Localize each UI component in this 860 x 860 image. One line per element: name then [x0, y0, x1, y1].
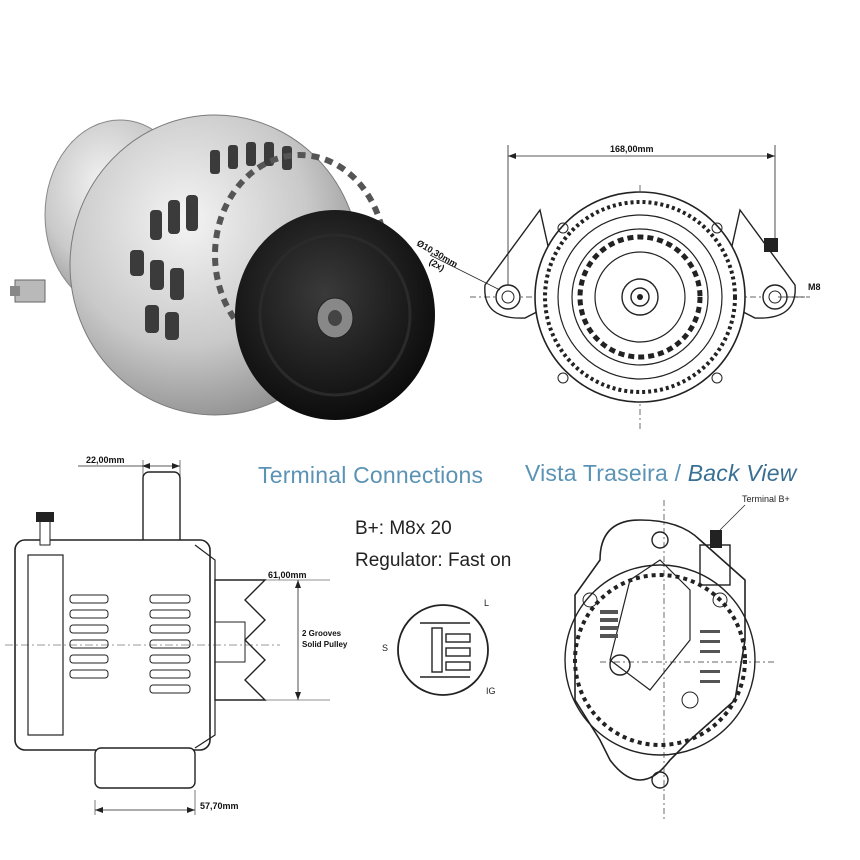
dim-side-top: 22,00mm: [86, 455, 125, 465]
terminal-s-label: S: [382, 643, 389, 653]
pulley-type-label: Solid Pulley: [302, 640, 348, 649]
dim-width-top: 168,00mm: [610, 144, 654, 154]
b-plus-spec: B+: M8x 20: [355, 518, 452, 539]
regulator-spec: Regulator: Fast on: [355, 550, 512, 571]
terminal-l-label: L: [484, 598, 490, 608]
vista-traseira-heading: Vista Traseira / Back View: [525, 460, 797, 487]
dim-grooves: 2 Grooves Solid Pulley: [302, 628, 347, 650]
dim-pulley-diameter: 61,00mm: [268, 570, 307, 580]
terminal-ig-label: IG: [486, 686, 496, 696]
grooves-label: 2 Grooves: [302, 629, 342, 638]
vista-traseira-label: Vista Traseira /: [525, 460, 682, 486]
terminal-b-plus-label: Terminal B+: [742, 494, 790, 504]
back-view-label: Back View: [687, 460, 797, 486]
dim-bottom: 57,70mm: [200, 801, 239, 811]
terminal-connections-heading: Terminal Connections: [258, 462, 484, 488]
dim-stud: M8: [808, 282, 821, 292]
